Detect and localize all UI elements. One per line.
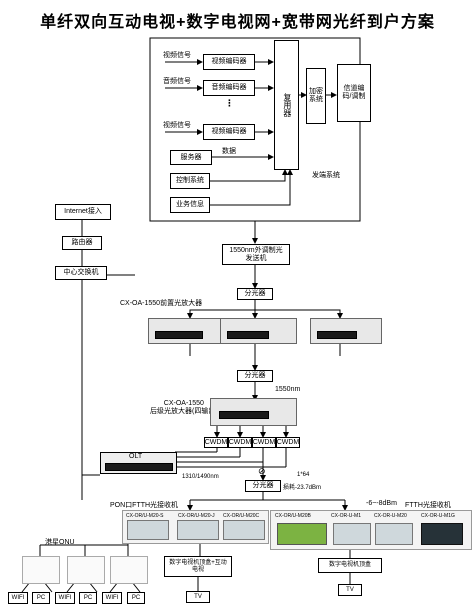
channel-coding-box: 信道编码/调制 [337,64,371,122]
audio-encoder: 音频编码器 [203,80,255,96]
pre-amplifier-2 [220,318,297,344]
loss-label: 损耗-23.7dBm [283,485,322,491]
core-switch-box: 中心交换机 [55,266,107,280]
page-title: 单纤双向互动电视+数字电视网+宽带网光纤到户方案 [40,14,435,31]
router-box: 路由器 [62,236,102,250]
onu-device-1 [22,556,60,584]
split-ratio-label: 1*64 [297,472,310,478]
onu-device-3 [110,556,148,584]
stb-box: 数字电视机顶盒 [318,558,382,573]
internet-access-box: Internet接入 [55,204,111,220]
wavelength-1550-label: 1550nm [275,386,301,393]
video-signal-1-label: 视频信号 [163,52,191,59]
pre-amplifier-label: CX-OA-1550前置光放大器 [120,300,203,307]
splitter-2: 分光器 [237,370,273,382]
pon-receiver-group: CX-OR/U-M20-S CX-OR/U-M20-J CX-OR/U-M20C [122,510,269,544]
ftth-receiver-4 [421,523,463,545]
ftth-receiver-group: CX-OR/U-M20B CX-OR-U-M1 CX-OR-U-M20 CX-O… [270,510,472,550]
ftth-receiver-label: FTTH光接收机 [405,502,451,509]
pc-1: PC [32,592,50,604]
olt-panel [105,463,173,471]
post-amplifier-display [219,411,269,419]
ftth-receiver-4-label: CX-OR-U-M1G [421,513,455,519]
post-amplifier [210,398,297,426]
wavelength-1310-label: 1310/1490nm [182,474,219,480]
cwdm-3: CWDM [252,437,276,448]
cwdm-1: CWDM [204,437,228,448]
video-encoder-2: 视频编码器 [203,124,255,140]
audio-signal-label: 音频信号 [163,78,191,85]
ftth-receiver-3-label: CX-OR-U-M20 [374,513,407,519]
post-amplifier-label: CX-OA-1550 后级光放大器(四输出) [150,400,218,416]
ftth-receiver-2-label: CX-OR-U-M1 [331,513,361,519]
server-box: 服务器 [170,150,212,165]
pon-receiver-2 [177,520,219,540]
attenuator-icon: ⊘ [258,466,266,476]
pc-3: PC [127,592,145,604]
splitter-1: 分光器 [237,288,273,300]
ftth-receiver-2 [333,523,371,545]
pon-receiver-1-label: CX-OR/U-M20-S [126,513,164,519]
ftth-receiver-3 [375,523,413,545]
tv-2: TV [338,584,362,596]
pon-receiver-3-label: CX-OR/U-M20C [223,513,260,519]
tv-1: TV [186,591,210,603]
cwdm-4: CWDM [276,437,300,448]
onu-device-2 [67,556,105,584]
pre-amplifier-3 [310,318,382,344]
wifi-1: WIFI [8,592,28,604]
video-signal-2-label: 视频信号 [163,122,191,129]
olt-label: OLT [129,453,143,460]
pon-receiver-label: PON口FTTH光接收机 [110,502,179,509]
pre-amplifier-2-display [227,331,269,339]
video-encoder-1: 视频编码器 [203,54,255,70]
olt-device: OLT [100,452,177,474]
onu-label: 港星ONU [45,539,75,546]
wifi-2: WIFI [55,592,75,604]
data-label: 数据 [222,148,236,155]
rx-level-label: -6~-8dBm [366,500,397,507]
splitter-3: 分光器 [245,480,281,492]
cwdm-2: CWDM [228,437,252,448]
encryption-box: 加密系统 [306,68,326,124]
ftth-receiver-1 [277,523,327,545]
pre-amplifier-3-display [317,331,357,339]
wifi-3: WIFI [102,592,122,604]
optical-transmitter-box: 1550nm外调制光发送机 [222,244,290,265]
pon-receiver-3 [223,520,265,540]
stb-interactive-box: 数字电视机顶盒+互动电视 [164,556,232,577]
pre-amplifier-1-display [155,331,203,339]
pon-receiver-1 [127,520,169,540]
control-system-box: 控制系统 [170,173,210,189]
business-info-box: 业务信息 [170,197,210,213]
pon-receiver-2-label: CX-OR/U-M20-J [178,513,215,519]
pc-2: PC [79,592,97,604]
ellipsis-dots: ⋮ [225,98,234,108]
multiplexer-box: 复用器 [274,40,299,170]
headend-system-label: 发端系统 [312,172,340,179]
ftth-receiver-1-label: CX-OR/U-M20B [275,513,311,519]
